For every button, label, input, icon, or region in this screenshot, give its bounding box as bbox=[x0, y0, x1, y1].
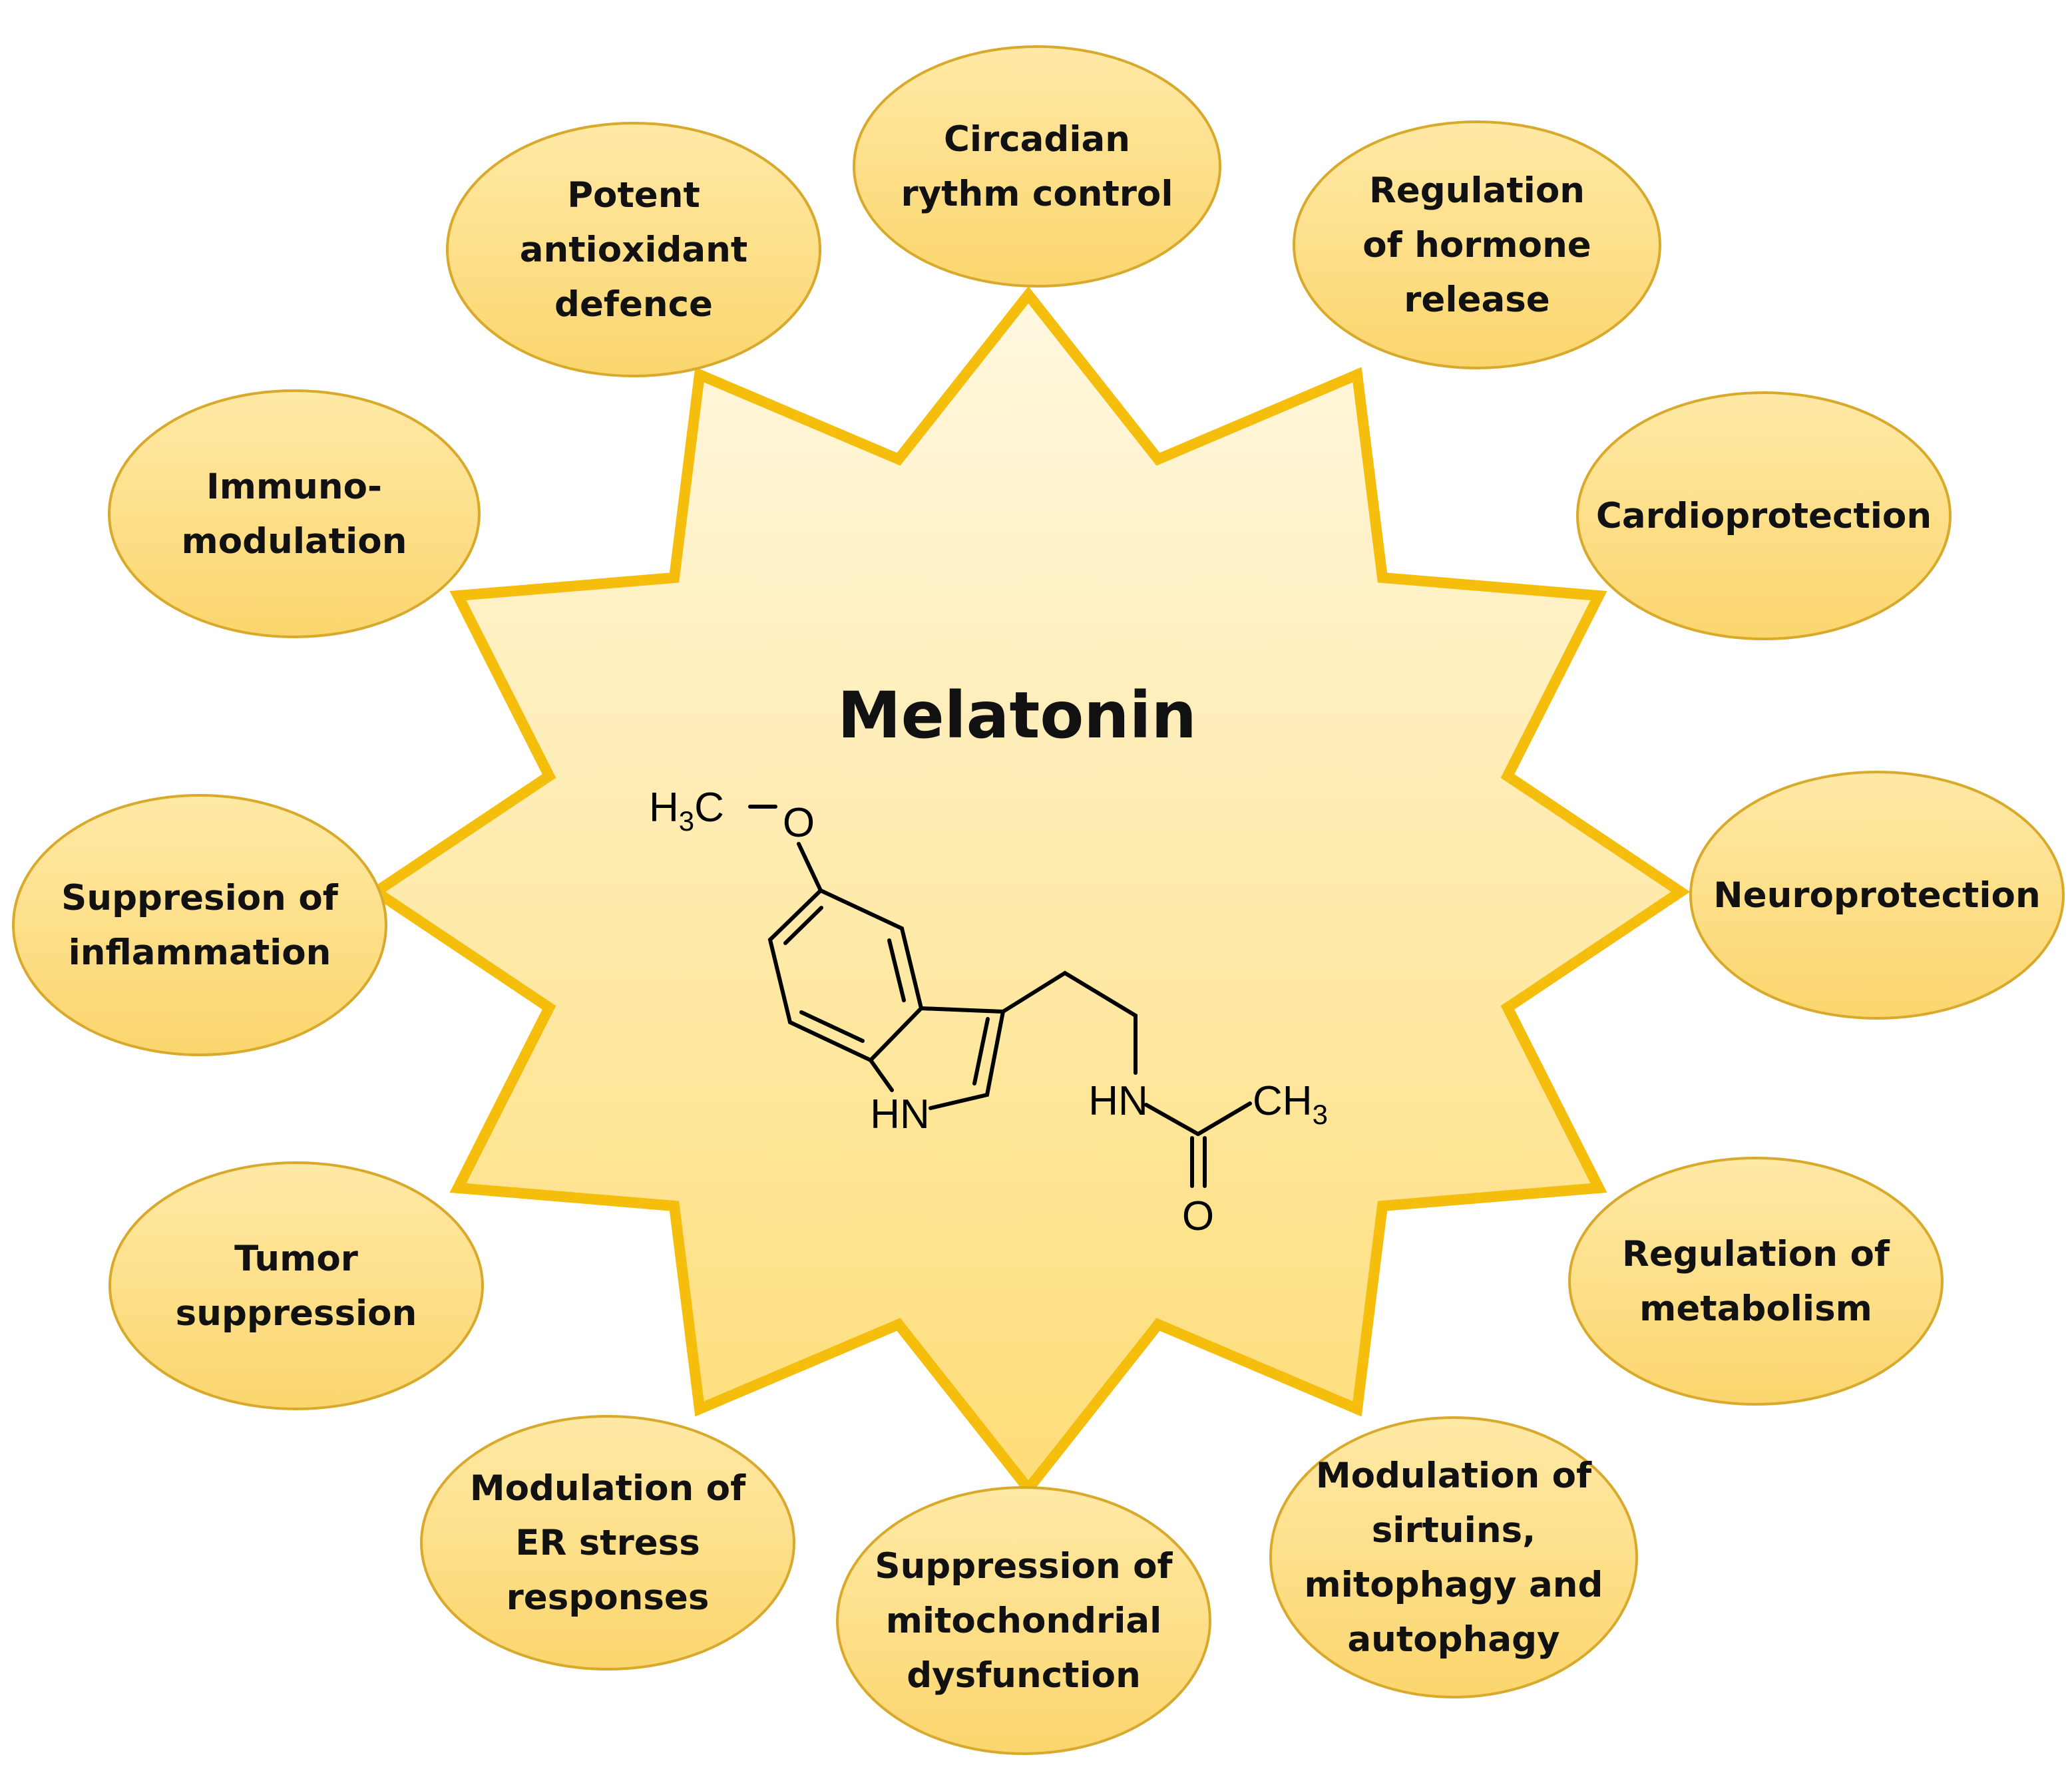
bubble-label-hormone-line-3: release bbox=[1404, 280, 1550, 320]
acetyl-ch3: CH3 bbox=[1253, 1078, 1328, 1130]
bubble-shape-circadian bbox=[853, 45, 1221, 288]
bubble-shape-er-stress bbox=[420, 1415, 795, 1670]
pyrrole-ring bbox=[919, 1006, 1006, 1110]
ring-nh: HN bbox=[870, 1091, 930, 1137]
function-bubble-inflammation: Suppresion of inflammation bbox=[12, 794, 387, 1056]
bubble-label-sirtuins-line-2: sirtuins, bbox=[1372, 1510, 1536, 1551]
bond-o-ring bbox=[797, 842, 823, 892]
bubble-label-mito-line-1: Suppression of bbox=[875, 1546, 1173, 1587]
ether-oxygen: O bbox=[783, 800, 815, 846]
bubble-label-circadian-line-2: rythm control bbox=[901, 174, 1173, 214]
bubble-label-sirtuins-line-4: autophagy bbox=[1347, 1619, 1559, 1660]
carbonyl-oxygen: O bbox=[1182, 1193, 1214, 1239]
bubble-label-antioxidant-line-2: antioxidant bbox=[520, 230, 748, 270]
bubble-label-sirtuins-line-1: Modulation of bbox=[1316, 1456, 1592, 1496]
bubble-label-er-stress-line-3: responses bbox=[507, 1577, 710, 1618]
bubble-shape-neuro bbox=[1689, 771, 2065, 1020]
bubble-label-metabolism-line-2: metabolism bbox=[1639, 1288, 1872, 1329]
bubble-shape-mito bbox=[836, 1486, 1211, 1755]
bubble-shape-inflammation bbox=[12, 794, 387, 1056]
side-chain bbox=[1001, 970, 1138, 1075]
bubble-shape-hormone bbox=[1293, 120, 1661, 369]
bubble-label-hormone-line-2: of hormone bbox=[1362, 225, 1591, 266]
bubble-label-antioxidant-line-3: defence bbox=[554, 284, 713, 325]
function-bubble-mito: Suppression of mitochondrial dysfunction bbox=[836, 1486, 1211, 1755]
h3c-group: H3C bbox=[649, 785, 724, 837]
bubble-label-cardio-line-1: Cardioprotection bbox=[1596, 496, 1932, 536]
bubble-shape-cardio bbox=[1576, 391, 1952, 640]
benzene-double-3 bbox=[887, 938, 906, 1002]
function-bubble-neuro: Neuroprotection bbox=[1689, 771, 2065, 1020]
center-title: Melatonin bbox=[837, 678, 1197, 753]
bubble-shape-sirtuins bbox=[1269, 1416, 1638, 1698]
bubble-label-tumor-line-1: Tumor bbox=[234, 1239, 358, 1279]
bubble-label-mito-line-2: mitochondrial bbox=[886, 1601, 1162, 1641]
function-bubble-er-stress: Modulation of ER stress responses bbox=[420, 1415, 795, 1670]
melatonin-structure: H3C O HN HN CH3 O bbox=[649, 785, 1328, 1239]
function-bubble-antioxidant: Potent antioxidant defence bbox=[446, 122, 821, 377]
bubble-label-er-stress-line-1: Modulation of bbox=[470, 1468, 746, 1509]
function-bubble-immuno: Immuno-modulation bbox=[108, 389, 481, 638]
bubble-label-sirtuins-line-3: mitophagy and bbox=[1305, 1565, 1603, 1605]
bubble-shape-antioxidant bbox=[446, 122, 821, 377]
bubble-shape-tumor bbox=[108, 1161, 484, 1410]
pyrrole-double bbox=[972, 1017, 990, 1085]
function-bubble-circadian: Circadian rythm control bbox=[853, 45, 1221, 288]
bubble-label-immuno-line-2: modulation bbox=[182, 521, 407, 562]
bubble-label-tumor-line-2: suppression bbox=[176, 1293, 417, 1334]
bubble-label-mito-line-3: dysfunction bbox=[907, 1655, 1141, 1696]
bubble-label-er-stress-line-2: ER stress bbox=[515, 1523, 700, 1563]
benzene-double-2 bbox=[799, 1010, 865, 1043]
center-star-shape bbox=[366, 286, 1691, 1497]
bubble-label-neuro-line-1: Neuroprotection bbox=[1713, 875, 2040, 916]
amide-nh: HN bbox=[1088, 1078, 1148, 1124]
bubble-shape-immuno bbox=[108, 389, 481, 638]
function-bubble-metabolism: Regulation of metabolism bbox=[1568, 1157, 1944, 1406]
benzene-double-1 bbox=[783, 906, 823, 945]
function-bubbles: Circadian rythm control Regulation of hormo… bbox=[12, 45, 2065, 1755]
bubble-label-inflammation-line-2: inflammation bbox=[69, 932, 331, 973]
bubble-label-antioxidant-line-1: Potent bbox=[567, 175, 700, 216]
bubble-label-metabolism-line-1: Regulation of bbox=[1622, 1234, 1890, 1275]
bond-carbonyl-ch3 bbox=[1196, 1101, 1252, 1136]
function-bubble-hormone: Regulation of hormone release bbox=[1293, 120, 1661, 369]
bubble-label-circadian-line-1: Circadian bbox=[944, 119, 1130, 160]
function-bubble-tumor: Tumor suppression bbox=[108, 1161, 484, 1410]
bond-ring-nh bbox=[869, 1058, 894, 1092]
function-bubble-cardio: Cardioprotection bbox=[1576, 391, 1952, 640]
bubble-shape-metabolism bbox=[1568, 1157, 1944, 1406]
bond-nh-carbonyl bbox=[1144, 1103, 1200, 1136]
function-bubble-sirtuins: Modulation of sirtuins, mitophagy and autop… bbox=[1269, 1416, 1638, 1698]
bubble-label-inflammation-line-1: Suppresion of bbox=[61, 878, 339, 918]
bubble-label-hormone-line-1: Regulation bbox=[1369, 170, 1585, 211]
bubble-label-immuno-line-1: Immuno- bbox=[206, 467, 382, 507]
